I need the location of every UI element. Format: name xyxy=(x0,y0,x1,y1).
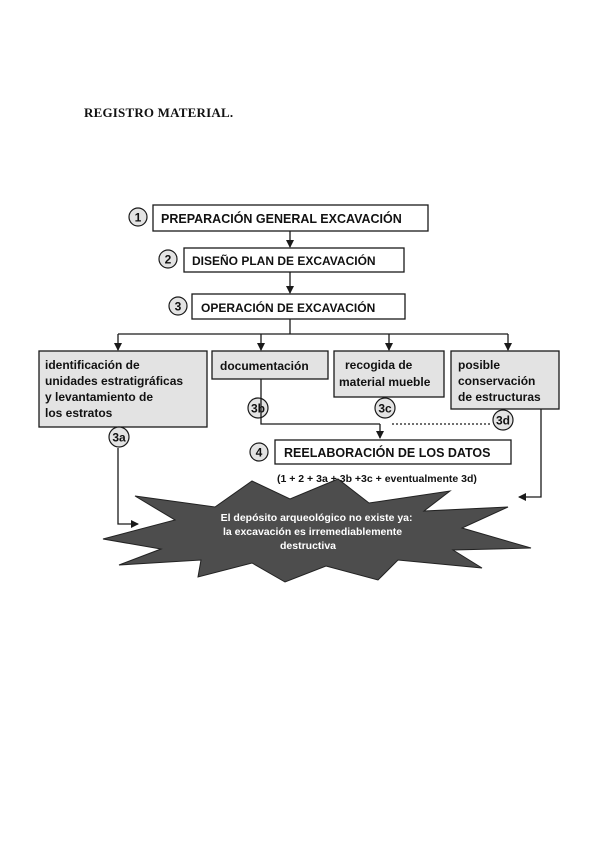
branch-3a-line: los estratos xyxy=(45,406,113,420)
branch-3d-box xyxy=(450,350,560,410)
branch-3a-box xyxy=(38,350,208,428)
branch-3c-text: recogida de material mueble xyxy=(339,358,431,389)
arrow-3d-to-burst xyxy=(518,409,542,501)
branch-3d-badge xyxy=(492,409,514,431)
branch-3c-badge xyxy=(374,397,396,419)
branch-3c-line: recogida de xyxy=(345,358,413,372)
step-1-badge-label: 1 xyxy=(135,211,142,225)
branch-3c: recogida de material mueble 3c xyxy=(333,350,445,419)
branch-3a-line: unidades estratigráficas xyxy=(45,374,183,388)
step-3-label: OPERACIÓN DE EXCAVACIÓN xyxy=(201,300,375,315)
step-2: DISEÑO PLAN DE EXCAVACIÓN 2 xyxy=(158,247,405,273)
step-2-badge xyxy=(158,249,178,269)
step-2-badge-label: 2 xyxy=(165,253,172,267)
branch-3d-line: posible xyxy=(458,358,500,372)
step-4-badge xyxy=(249,442,269,462)
step-3-badge-label: 3 xyxy=(175,300,182,314)
branch-3b-line: documentación xyxy=(220,359,309,373)
reelaboration-formula: (1 + 2 + 3a + 3b +3c + eventualmente 3d) xyxy=(277,473,477,485)
burst-line: la excavación es irremediablemente xyxy=(223,526,402,538)
connector-3b-to-reelaboration xyxy=(260,379,380,425)
branch-3c-line: material mueble xyxy=(339,375,431,389)
branch-3b-badge xyxy=(247,397,269,419)
page-heading: REGISTRO MATERIAL. xyxy=(84,105,234,120)
branch-3d-text: posible conservación de estructuras xyxy=(458,358,541,404)
main-connectors xyxy=(114,231,512,351)
step-4-box xyxy=(274,439,512,465)
step-1-box xyxy=(152,204,429,232)
branch-3c-badge-label: 3c xyxy=(378,402,392,416)
burst-line: El depósito arqueológico no existe ya: xyxy=(221,512,413,524)
branch-3d: posible conservación de estructuras 3d xyxy=(450,350,560,431)
burst-shape xyxy=(102,478,532,583)
step-3-badge xyxy=(168,296,188,316)
branch-3b: documentación 3b xyxy=(211,350,329,419)
step-3-box xyxy=(191,293,406,320)
branch-3a-line: y levantamiento de xyxy=(45,390,153,404)
branch-3a-line: identificación de xyxy=(45,358,140,372)
step-2-label: DISEÑO PLAN DE EXCAVACIÓN xyxy=(192,253,376,268)
branch-3a: identificación de unidades estratigráfic… xyxy=(38,350,208,448)
step-2-box xyxy=(183,247,405,273)
burst-line: destructiva xyxy=(280,540,336,552)
branch-3a-badge-label: 3a xyxy=(112,431,126,445)
branch-3a-badge xyxy=(108,426,130,448)
step-4-badge-label: 4 xyxy=(256,446,263,460)
branch-3d-line: de estructuras xyxy=(458,390,541,404)
branch-3a-text: identificación de unidades estratigráfic… xyxy=(45,358,186,420)
step-4: REELABORACIÓN DE LOS DATOS 4 (1 + 2 + 3a… xyxy=(249,439,512,485)
step-3: OPERACIÓN DE EXCAVACIÓN 3 xyxy=(168,293,406,320)
branch-3d-badge-label: 3d xyxy=(496,414,510,428)
lower-connectors xyxy=(117,379,542,528)
destruction-burst: El depósito arqueológico no existe ya: l… xyxy=(102,478,532,583)
step-1: PREPARACIÓN GENERAL EXCAVACIÓN 1 xyxy=(128,204,429,232)
burst-text: El depósito arqueológico no existe ya: l… xyxy=(221,512,416,552)
branch-3b-badge-label: 3b xyxy=(251,402,265,416)
branch-3c-box xyxy=(333,350,445,398)
arrow-3a-to-burst xyxy=(117,448,139,528)
step-1-badge xyxy=(128,207,148,227)
branch-3d-line: conservación xyxy=(458,374,535,388)
step-4-label: REELABORACIÓN DE LOS DATOS xyxy=(284,445,491,460)
step-1-label: PREPARACIÓN GENERAL EXCAVACIÓN xyxy=(161,211,402,226)
branch-3b-box xyxy=(211,350,329,380)
